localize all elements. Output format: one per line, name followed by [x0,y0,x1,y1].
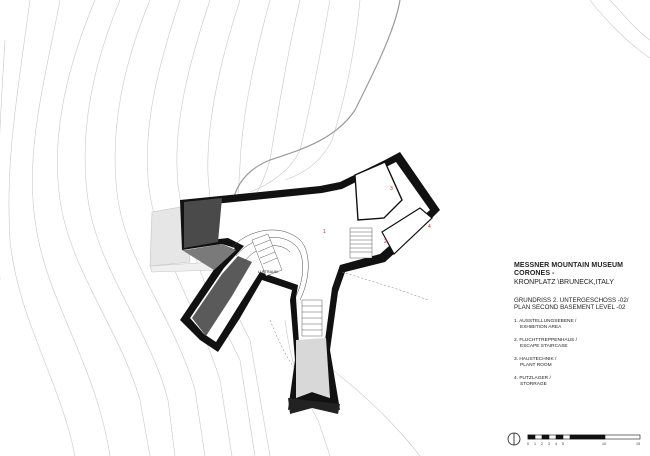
building-walls [180,152,440,414]
legend-item-4: 4. PUTZLAGER / STORRAGE [514,376,646,387]
title-line-3: KRONPLATZ \BRUNECK,ITALY [514,279,614,287]
scale-tick-0: 0 [527,442,529,446]
scale-tick-4: 4 [555,442,557,446]
room-number-2: 2 [384,239,387,245]
north-arrow-icon [507,432,521,446]
legend-item-4-en: STORRAGE [520,382,547,387]
title-line-2: CORONES - [514,270,555,278]
scale-ticks: 0 1 2 3 4 5 10 15 [527,442,640,446]
void-label-en: VOID [260,275,269,279]
room-number-4: 4 [428,224,431,230]
scale-tick-10: 10 [602,442,606,446]
legend-item-2-en: ESCAPE STAIRCASE [520,343,568,349]
scale-bar [527,434,641,440]
main-staircase [251,233,283,277]
dashed-outline [269,271,429,371]
legend-item-1-de: 1. AUSSTELLUNGSEBENE / [514,319,577,325]
legend-item-1-en: EXHIBITION AREA [520,324,562,330]
room-number-3: 3 [390,186,393,192]
plan-subtitle-en: PLAN SECOND BASEMENT LEVEL -02 [514,304,626,312]
void-label-de: LUFTRAUM [258,270,278,274]
room-number-1: 1 [323,229,326,235]
tail-stair [301,299,323,337]
scale-tick-5: 5 [562,442,564,446]
scale-tick-2: 2 [541,442,543,446]
legend-item-2: 2. FLUCHTTREPPENHAUS / ESCAPE STAIRCASE [514,338,646,349]
scale-tick-1: 1 [534,442,536,446]
plan-subtitle-de: GRUNDRISS 2. UNTERGESCHOSS -02/ [514,297,629,305]
escape-staircase [349,227,373,259]
site-boundary [231,0,401,206]
legend-item-3-de: 3. HAUSTECHNIK / [514,357,557,363]
scale-tick-3: 3 [548,442,550,446]
scale-tick-15: 15 [636,442,640,446]
legend-item-1: 1. AUSSTELLUNGSEBENE / EXHIBITION AREA [514,319,646,330]
legend-item-3: 3. HAUSTECHNIK / PLANT ROOM [514,357,646,368]
legend-item-3-en: PLANT ROOM [520,362,552,368]
title-block: MESSNER MOUNTAIN MUSEUM CORONES - KRONPL… [514,262,646,388]
title-line-1: MESSNER MOUNTAIN MUSEUM [514,262,624,269]
legend-item-2-de: 2. FLUCHTTREPPENHAUS / [514,338,577,344]
legend-item-4-de: 4. PUTZLAGER / [514,376,551,382]
